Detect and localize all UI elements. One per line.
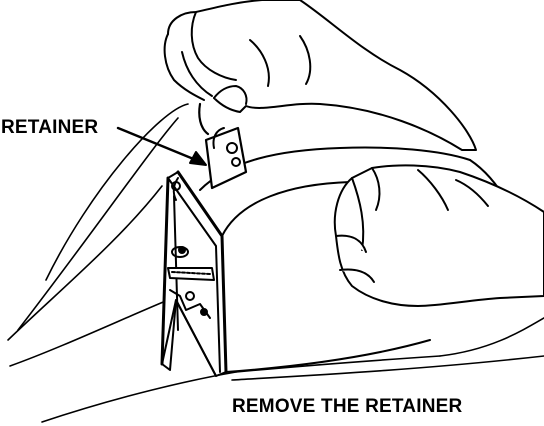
retainer-clip (199, 104, 246, 188)
figure-caption: REMOVE THE RETAINER (232, 396, 463, 417)
access-panel (162, 172, 226, 376)
upper-hand (165, 0, 476, 150)
retainer-label: RETAINER (1, 117, 99, 138)
lower-hand (335, 165, 544, 306)
callout-arrow (118, 128, 206, 165)
